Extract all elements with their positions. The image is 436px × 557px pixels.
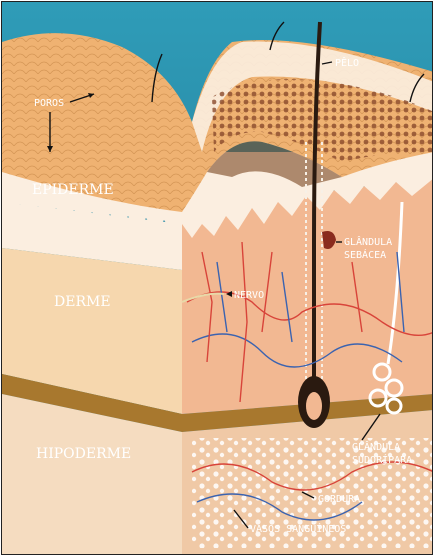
label-epidermis: EPIDERME (32, 182, 114, 198)
callout-sweat-line1: GLÂNDULA (352, 440, 400, 453)
callout-hair: PÊLO (335, 56, 359, 69)
label-hypodermis: HIPODERME (36, 446, 131, 462)
callout-pores: POROS (34, 98, 64, 109)
callout-sebaceous-line1: GLÂNDULA (344, 235, 392, 248)
callout-vessels: VASOS SANGÜÍNEOS (250, 522, 346, 535)
callout-sebaceous-line2: SEBÁCEA (344, 248, 386, 261)
callout-sweat-line2: SUDORÍPARA (352, 453, 412, 466)
callout-nerve: NERVO (234, 290, 264, 301)
label-dermis: DERME (54, 294, 111, 310)
callout-fat: GORDURA (318, 494, 360, 505)
